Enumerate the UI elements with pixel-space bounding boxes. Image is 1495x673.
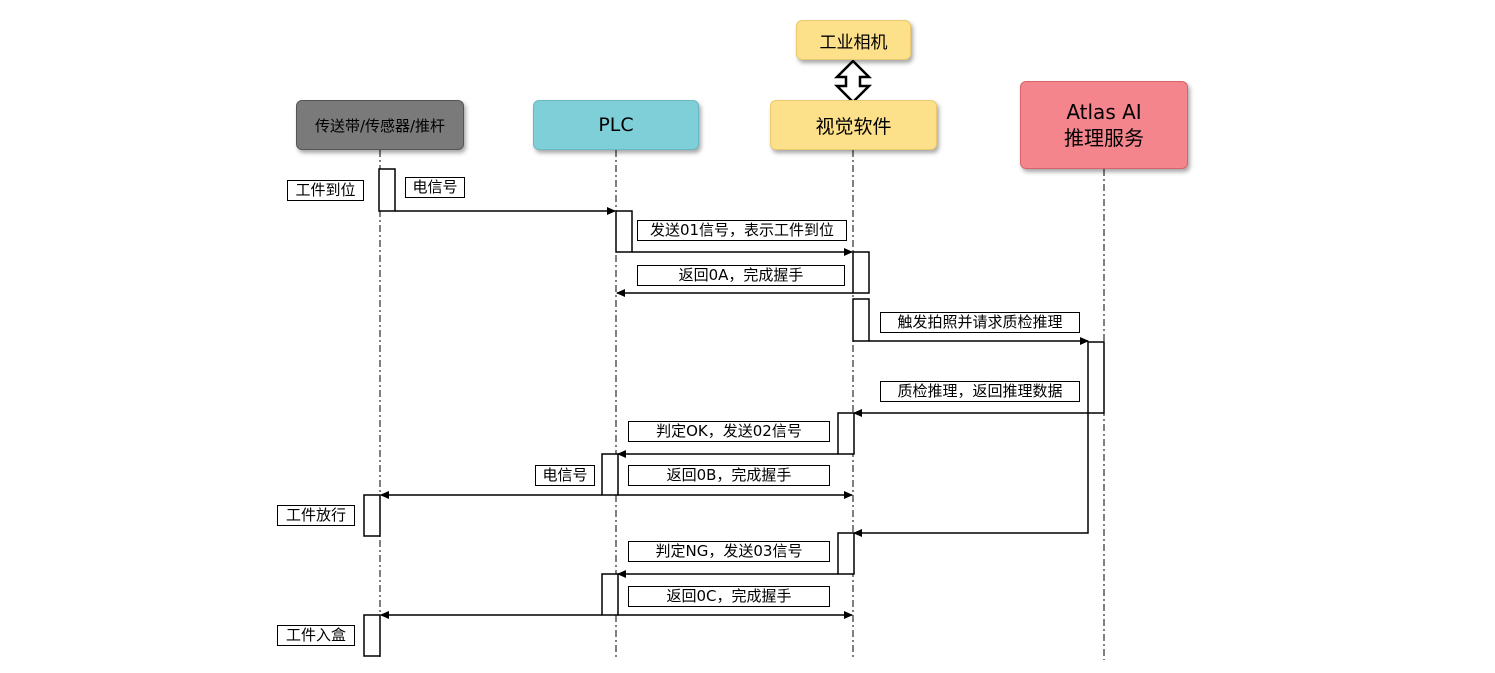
- activation-vision-4: [837, 532, 855, 575]
- participant-atlas-label-line1: Atlas AI: [1066, 100, 1142, 124]
- message-label-m3: 返回0A，完成握手: [637, 265, 845, 286]
- activation-plc-3: [601, 573, 619, 616]
- activation-vision-1: [852, 251, 870, 294]
- camera-vision-double-arrow: [833, 59, 873, 104]
- participant-vision-label: 视觉软件: [815, 115, 892, 138]
- participant-conveyor-label: 传送带/传感器/推杆: [314, 116, 446, 135]
- message-label-m5: 质检推理，返回推理数据: [880, 381, 1080, 402]
- participant-conveyor: 传送带/传感器/推杆: [296, 100, 464, 150]
- activation-vision-2: [852, 298, 870, 342]
- participant-atlas-ai: Atlas AI 推理服务: [1020, 81, 1188, 169]
- note-workpiece-boxed: 工件入盒: [277, 625, 355, 646]
- participant-plc-label: PLC: [598, 114, 634, 136]
- message-label-m10: 返回0C，完成握手: [628, 586, 830, 607]
- message-label-m7: 电信号: [535, 465, 595, 486]
- activation-conveyor-1: [378, 168, 396, 212]
- participant-vision-software: 视觉软件: [770, 100, 937, 150]
- activation-plc-2: [601, 453, 619, 496]
- arrow-m9-ng: [853, 413, 1089, 537]
- activation-atlas-1: [1087, 341, 1105, 414]
- note-workpiece-released: 工件放行: [277, 505, 355, 526]
- participant-plc: PLC: [533, 100, 699, 150]
- participant-atlas-label-line2: 推理服务: [1064, 126, 1144, 150]
- message-label-m4: 触发拍照并请求质检推理: [880, 312, 1080, 333]
- activation-conveyor-3: [363, 614, 381, 657]
- message-label-m8: 返回0B，完成握手: [628, 465, 830, 486]
- message-label-m9: 判定NG，发送03信号: [628, 541, 830, 562]
- message-label-m2: 发送01信号，表示工件到位: [637, 220, 847, 241]
- activation-conveyor-2: [363, 494, 381, 537]
- message-label-m1: 电信号: [405, 177, 465, 198]
- participant-industrial-camera: 工业相机: [796, 20, 911, 60]
- note-workpiece-arrived: 工件到位: [287, 180, 364, 201]
- participant-camera-label: 工业相机: [819, 32, 888, 53]
- activation-vision-3: [837, 412, 855, 455]
- message-label-m6: 判定OK，发送02信号: [628, 421, 830, 442]
- activation-plc-1: [615, 210, 633, 253]
